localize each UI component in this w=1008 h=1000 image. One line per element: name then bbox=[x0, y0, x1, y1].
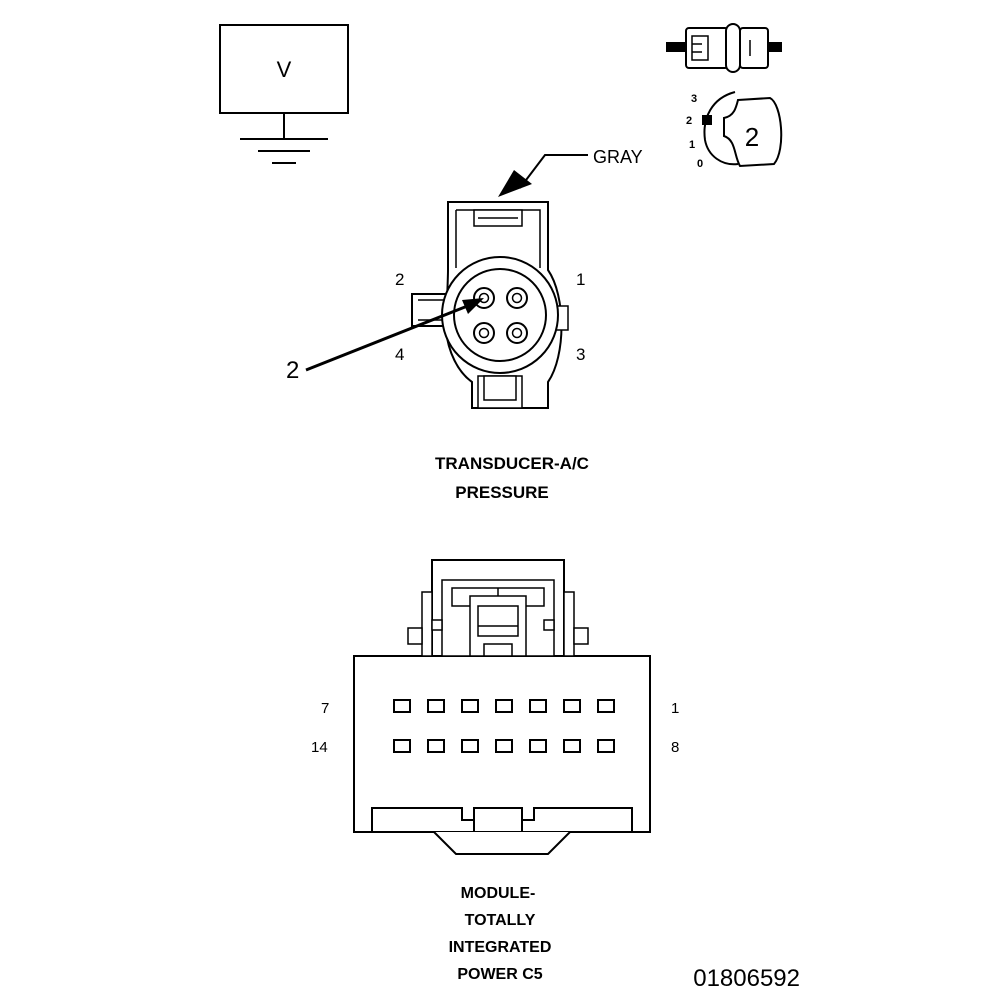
terminal-cavity bbox=[597, 739, 615, 753]
key-selected-position: 2 bbox=[745, 122, 759, 152]
module-title-line2: TOTALLY bbox=[465, 912, 536, 929]
terminal-cavity bbox=[495, 739, 513, 753]
transducer-title-line2: PRESSURE bbox=[455, 483, 549, 502]
cavity-label-2: 2 bbox=[395, 270, 404, 289]
probe-callout-number: 2 bbox=[286, 357, 299, 384]
transducer-title-line1: TRANSDUCER-A/C bbox=[435, 454, 589, 473]
figure-id: 01806592 bbox=[693, 965, 800, 992]
pin-label-1: 1 bbox=[671, 700, 679, 717]
pin-label-14: 14 bbox=[311, 739, 328, 756]
cavity-label-3: 3 bbox=[576, 345, 585, 364]
key-position-1: 1 bbox=[689, 139, 695, 151]
key-switch-icon: 3 2 1 0 2 bbox=[686, 91, 783, 170]
voltmeter-box bbox=[219, 24, 349, 114]
cavity-label-1: 1 bbox=[576, 270, 585, 289]
module-title-line3: INTEGRATED bbox=[449, 939, 552, 956]
terminal-cavity bbox=[506, 287, 528, 309]
terminal-row-bottom bbox=[393, 739, 615, 753]
terminal-cavity bbox=[563, 699, 581, 713]
key-position-2: 2 bbox=[686, 115, 692, 127]
probe-callout: 2 bbox=[286, 298, 484, 384]
pin-label-7: 7 bbox=[321, 700, 329, 717]
terminal-cavity bbox=[506, 322, 528, 344]
terminal-cavity bbox=[461, 739, 479, 753]
terminal-cavity bbox=[495, 699, 513, 713]
terminal-cavity bbox=[393, 699, 411, 713]
terminal-cavity bbox=[427, 699, 445, 713]
transducer-connector: 2 1 4 3 bbox=[395, 201, 585, 409]
test-probe-icon bbox=[666, 23, 782, 73]
terminal-cavity bbox=[461, 699, 479, 713]
module-title-line4: POWER C5 bbox=[457, 966, 542, 983]
pin-label-8: 8 bbox=[671, 739, 679, 756]
wire-color-label: GRAY bbox=[593, 147, 643, 167]
voltmeter-symbol: V bbox=[219, 24, 349, 164]
terminal-cavity bbox=[529, 699, 547, 713]
terminal-cavity bbox=[563, 739, 581, 753]
ground-icon bbox=[240, 138, 328, 164]
terminal-cavity bbox=[393, 739, 411, 753]
terminal-cavity bbox=[529, 739, 547, 753]
module-title-line1: MODULE- bbox=[461, 885, 536, 902]
terminal-cavity bbox=[427, 739, 445, 753]
terminal-cavity bbox=[597, 699, 615, 713]
voltmeter-label: V bbox=[277, 57, 292, 82]
terminal-row-top bbox=[393, 699, 615, 713]
module-connector: 7 1 14 8 bbox=[311, 559, 679, 855]
wire-color-callout: GRAY bbox=[498, 147, 643, 197]
terminal-cavity bbox=[473, 322, 495, 344]
key-position-0: 0 bbox=[697, 158, 703, 170]
cavity-label-4: 4 bbox=[395, 345, 404, 364]
key-position-3: 3 bbox=[691, 93, 697, 105]
